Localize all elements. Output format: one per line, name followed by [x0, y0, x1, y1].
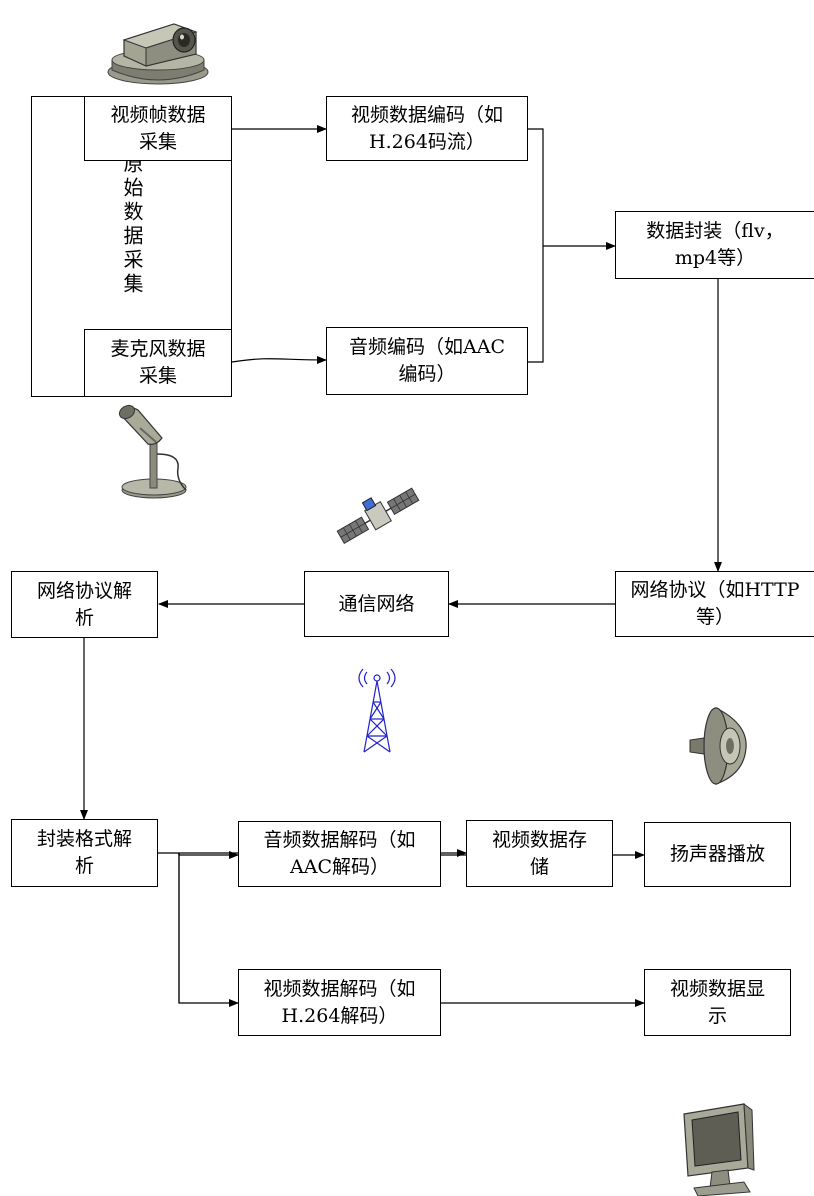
video-decode-box: 视频数据解码（如 H.264解码） — [238, 969, 441, 1036]
audio-encode-box: 音频编码（如AAC 编码） — [326, 327, 528, 395]
radio-tower-icon — [358, 668, 396, 753]
edge-videoencode-merge — [528, 128, 544, 363]
video-encode-box: 视频数据编码（如 H.264码流） — [326, 96, 528, 161]
audio-decode-box: 音频数据解码（如 AAC解码） — [238, 821, 441, 887]
edge-mic-audioencode — [231, 355, 327, 364]
microphone-icon — [118, 404, 187, 499]
network-protocol-box: 网络协议（如HTTP 等） — [615, 571, 814, 637]
monitor-icon — [683, 1102, 755, 1196]
video-store-box: 视频数据存 储 — [466, 820, 613, 887]
video-display-box: 视频数据显 示 — [644, 969, 791, 1036]
mic-capture-box: 麦克风数据 采集 — [84, 329, 232, 397]
comm-network-box: 通信网络 — [304, 571, 449, 637]
data-package-box: 数据封装（flv， mp4等） — [615, 211, 814, 279]
camera-icon — [107, 23, 209, 85]
edge-to-video-decode — [178, 853, 239, 1007]
speaker-play-box: 扬声器播放 — [644, 822, 791, 887]
protocol-parse-box: 网络协议解 析 — [11, 571, 158, 638]
satellite-icon — [336, 487, 420, 544]
format-parse-box: 封装格式解 析 — [11, 819, 158, 887]
speaker-icon — [689, 707, 747, 785]
video-frame-capture-box: 视频帧数据 采集 — [84, 96, 232, 161]
